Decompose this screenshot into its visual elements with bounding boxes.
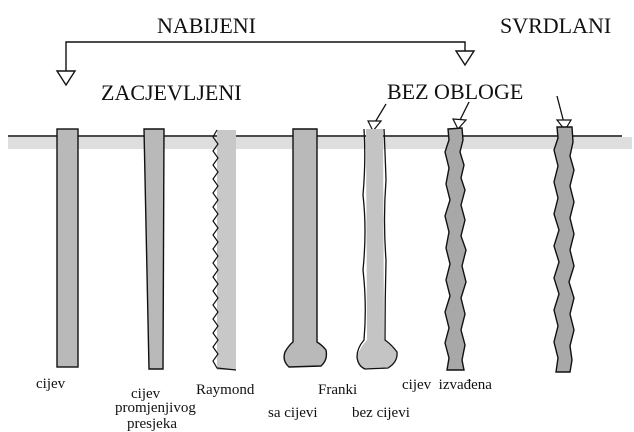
arrow-down-uncased-icon bbox=[454, 50, 476, 67]
pointer-bored-icon bbox=[555, 119, 573, 132]
header-driven: NABIJENI bbox=[157, 13, 256, 38]
header-cased: ZACJEVLJENI bbox=[101, 80, 242, 105]
header-bored: SVRDLANI bbox=[500, 13, 611, 38]
pile-franki-uncased bbox=[356, 129, 398, 369]
pile-raymond bbox=[217, 130, 236, 370]
raymond-corrugation bbox=[212, 129, 237, 371]
caption-franki: Franki bbox=[318, 382, 357, 398]
pile-pipe bbox=[56, 128, 79, 368]
franki-uncased-outline bbox=[356, 128, 398, 370]
pile-tapered bbox=[143, 128, 165, 370]
arrow-down-cased-icon bbox=[55, 70, 77, 87]
header-uncased: BEZ OBLOGE bbox=[387, 79, 523, 104]
pointer-franki-icon bbox=[367, 120, 383, 133]
pointer-cased-removed-icon bbox=[451, 118, 468, 131]
ground-band bbox=[8, 137, 632, 149]
caption-franki-uncased: bez cijevi bbox=[352, 405, 410, 421]
pile-bored bbox=[553, 126, 575, 373]
caption-tapered-2: promjenjivog bbox=[115, 400, 196, 416]
caption-cased-removed: cijev izvađena bbox=[402, 377, 492, 393]
pile-franki-cased bbox=[283, 128, 328, 368]
caption-franki-cased: sa cijevi bbox=[268, 405, 318, 421]
caption-raymond: Raymond bbox=[196, 382, 255, 398]
driven-bracket bbox=[65, 41, 466, 71]
caption-tapered-3: presjeka bbox=[127, 416, 177, 432]
pile-cased-removed bbox=[444, 127, 467, 371]
caption-pipe: cijev bbox=[36, 376, 66, 392]
caption-tapered-1: cijev bbox=[131, 386, 161, 402]
